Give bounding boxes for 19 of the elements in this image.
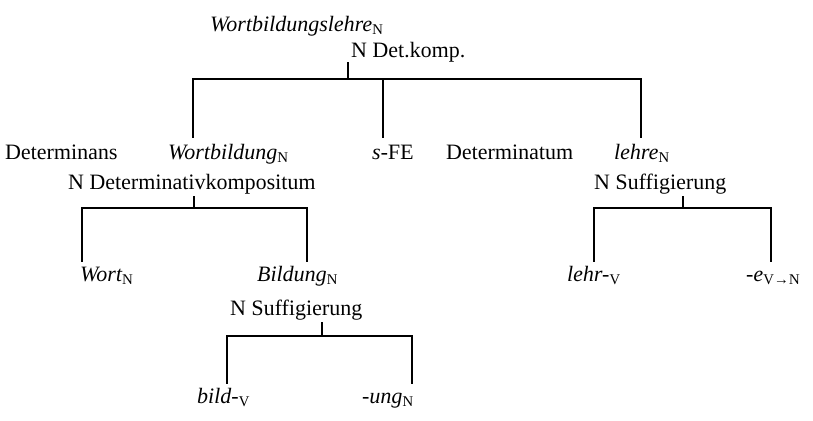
word-form: Wortbildung$_{N}$: [168, 140, 288, 164]
word-form: -ung$_{N}$: [362, 384, 414, 408]
word-form: -e$_{V→N}$: [746, 262, 800, 286]
word-form: Wortbildungslehre$_{N}$: [210, 12, 383, 36]
formation-label: N Determinativkompositum: [68, 170, 316, 194]
word-form: Wort$_{N}$: [80, 262, 133, 286]
role-label: Determinans: [5, 140, 118, 164]
tree-branch: [682, 196, 772, 262]
word-form: lehr-$_{V}$: [567, 262, 620, 286]
tree-branch: [347, 62, 642, 138]
formation-label: N Suffigierung: [594, 170, 726, 194]
word-form: lehre$_{N}$: [614, 140, 670, 164]
formation-label: N Suffigierung: [230, 296, 362, 320]
word-form: Bildung$_{N}$: [257, 262, 338, 286]
word-form: s-FE: [372, 140, 414, 164]
word-form: bild-$_{V}$: [197, 384, 250, 408]
role-label: Determinatum: [446, 140, 574, 164]
tree-branch: [193, 196, 308, 262]
formation-label: N Det.komp.: [351, 38, 466, 62]
